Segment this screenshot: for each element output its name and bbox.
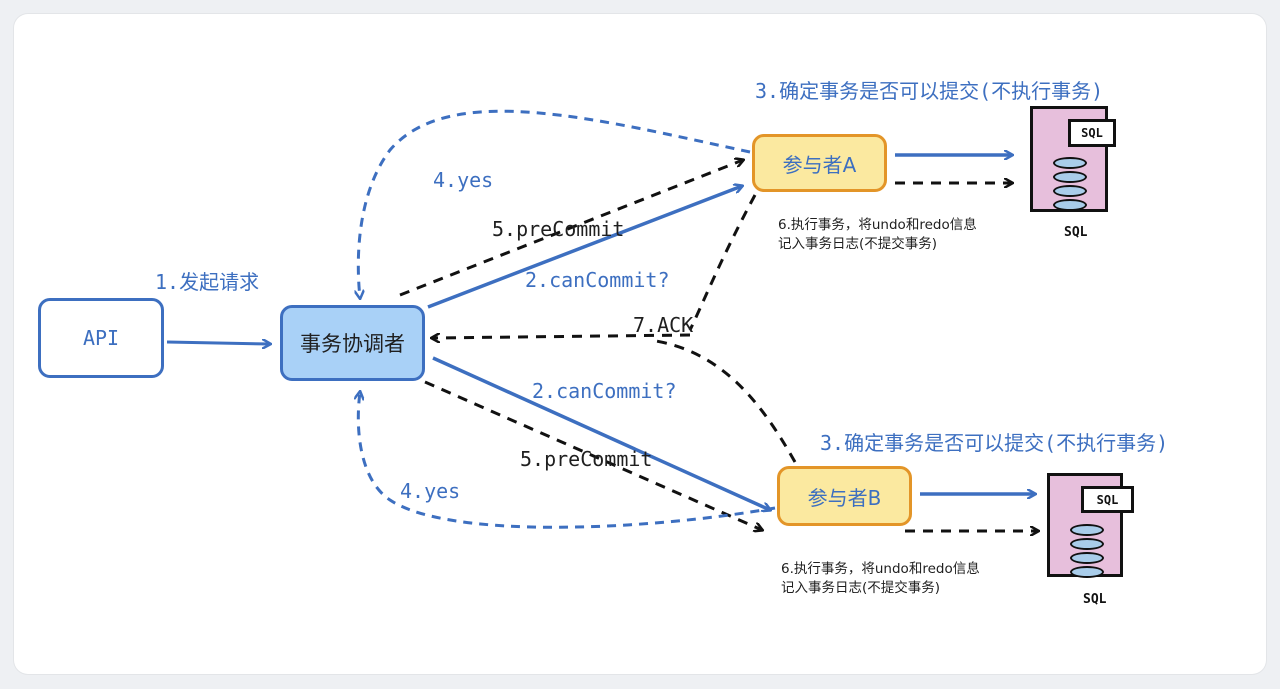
api-node: API [38,298,164,378]
label-step3-a: 3.确定事务是否可以提交(不执行事务) [755,79,1104,103]
note-step6-a-line2: 记入事务日志(不提交事务) [778,236,938,252]
label-step2-a: 2.canCommit? [525,268,670,292]
coordinator-node: 事务协调者 [280,305,425,381]
arrow-ack-b [649,338,797,463]
label-step5-a: 5.preCommit [492,217,625,241]
label-step7: 7.ACK [633,313,694,337]
note-step6-b-line1: 6.执行事务，将undo和redo信息 [781,561,980,577]
database-a-cylinder-icon [1053,157,1087,213]
arrow-cancommit-b [432,356,770,510]
arrow-yes-a [358,109,751,298]
arrow-request [166,342,270,344]
note-step6-a: 6.执行事务，将undo和redo信息 记入事务日志(不提交事务) [778,216,977,254]
label-step1: 1.发起请求 [155,270,260,294]
database-a-caption: SQL [1064,225,1088,240]
note-step6-b-line2: 记入事务日志(不提交事务) [781,580,941,596]
arrow-ack [432,335,691,338]
note-step6-b: 6.执行事务，将undo和redo信息 记入事务日志(不提交事务) [781,560,980,598]
arrow-precommit-b [424,380,762,530]
database-b-caption: SQL [1083,592,1107,607]
note-step6-a-line1: 6.执行事务，将undo和redo信息 [778,217,977,233]
label-step4-a: 4.yes [433,168,494,192]
label-step2-b: 2.canCommit? [532,379,677,403]
participant-a-node: 参与者A [752,134,887,192]
label-step4-b: 4.yes [400,479,461,503]
participant-b-node: 参与者B [777,466,912,526]
arrow-precommit-a [399,160,743,297]
database-b-cylinder-icon [1070,524,1104,580]
database-a-tag: SQL [1068,119,1116,147]
label-step3-b: 3.确定事务是否可以提交(不执行事务) [820,431,1169,455]
arrow-ack-a [688,194,757,331]
arrow-cancommit-a [427,186,742,309]
label-step5-b: 5.preCommit [520,447,653,471]
arrow-yes-b [358,392,776,529]
database-b-tag: SQL [1081,486,1134,513]
